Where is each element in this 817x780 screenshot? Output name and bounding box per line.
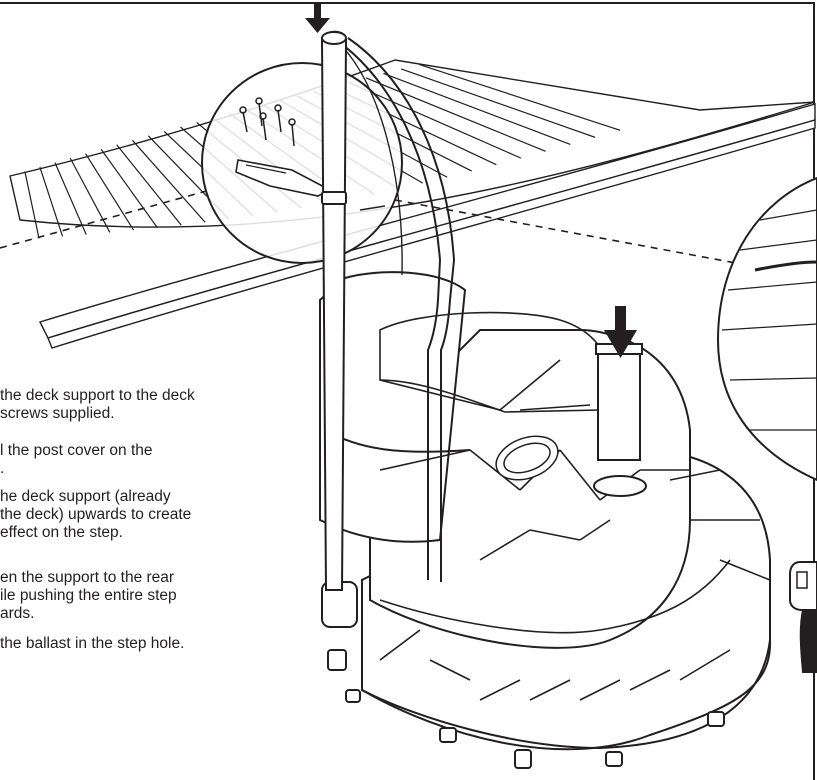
deck-plank-edge (39, 166, 64, 237)
deck-plank-edge (85, 153, 135, 231)
detail-magnifier (201, 62, 403, 264)
deck-plank-edge (383, 72, 571, 145)
leader-line-left (0, 189, 211, 249)
step-tread-edge (429, 659, 471, 681)
deck-plank-edge (24, 171, 40, 239)
step-tread-edge (379, 599, 601, 634)
step-tread-edge (529, 679, 571, 701)
step-tread-edge (519, 404, 591, 411)
step-tread-edge (599, 559, 731, 631)
step-tread-edge (379, 449, 471, 471)
step-tread-edge (479, 529, 531, 561)
step-tread-edge (499, 359, 561, 411)
deck-plank-edge (116, 144, 182, 226)
step-tread-edge (679, 649, 731, 681)
deck-plank-edge (348, 81, 522, 159)
step-tread-edge (379, 629, 421, 661)
step-tread-edge (469, 449, 521, 491)
down-arrow-icon (604, 306, 637, 358)
deck-plank-edge (131, 139, 206, 223)
drill-icon (789, 561, 817, 673)
down-arrow-icon (305, 4, 330, 33)
step-tread-edge (579, 519, 611, 541)
deck-plank-edge (365, 77, 546, 152)
handrail (335, 37, 456, 582)
deck-plank-edge (418, 63, 621, 131)
detail-magnifier-right (716, 176, 817, 482)
step-tread-edge (669, 469, 721, 481)
deck-support-bracket (235, 159, 332, 197)
deck-plank-edge (100, 148, 158, 229)
screw-icon (239, 97, 296, 147)
step-tread-edge (479, 679, 521, 701)
step-feet (327, 649, 725, 769)
deck-plank-edge (54, 162, 87, 235)
step-tread-edge (579, 679, 621, 701)
brand-badge-icon (495, 435, 559, 481)
step-tread-edge (559, 449, 601, 501)
step-tread-edge (629, 669, 671, 691)
post (320, 30, 348, 591)
step-tread-edge (529, 529, 581, 541)
deck-plank-edge (400, 68, 596, 138)
